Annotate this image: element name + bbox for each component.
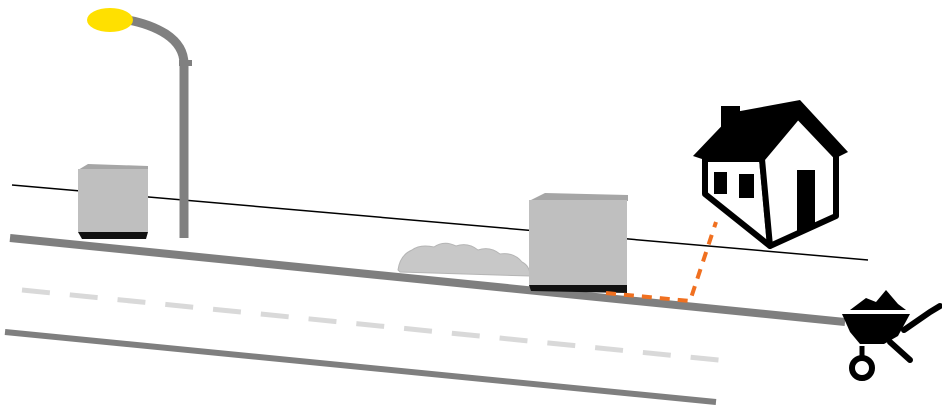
- street-lamp-icon: [87, 8, 192, 238]
- road-edge-near-sidewalk: [9, 234, 846, 326]
- street-cabinet-icon: [529, 193, 628, 293]
- road-edge-far: [4, 329, 717, 405]
- lamp-light: [87, 8, 133, 32]
- cabinet-left-base: [78, 232, 148, 239]
- cabinet-right-base: [529, 285, 627, 293]
- lane-center-marking: [21, 287, 739, 365]
- wheelbarrow-leg: [887, 339, 913, 363]
- lamp-pole-joint: [179, 60, 192, 66]
- house-roof: [693, 100, 848, 160]
- cabinet-right-body: [529, 200, 627, 286]
- cabinet-left-top: [78, 164, 148, 170]
- wheelbarrow-bin: [842, 314, 910, 344]
- street-cabinet-icon: [78, 164, 148, 239]
- cabinet-right-top: [529, 193, 628, 201]
- house-icon: [693, 100, 848, 249]
- property-line: [11, 184, 869, 261]
- cabinet-left-body: [78, 169, 148, 232]
- dirt-pile-icon: [397, 242, 531, 277]
- lamp-pole: [127, 15, 189, 238]
- wheelbarrow-icon: [842, 290, 942, 381]
- house-window-right: [739, 174, 754, 198]
- wheelbarrow-handle: [901, 303, 942, 333]
- house-window-left: [714, 172, 727, 194]
- wheelbarrow-load: [850, 290, 906, 310]
- road: [4, 234, 846, 405]
- house-door: [797, 170, 815, 232]
- wheelbarrow-wheel: [849, 355, 875, 381]
